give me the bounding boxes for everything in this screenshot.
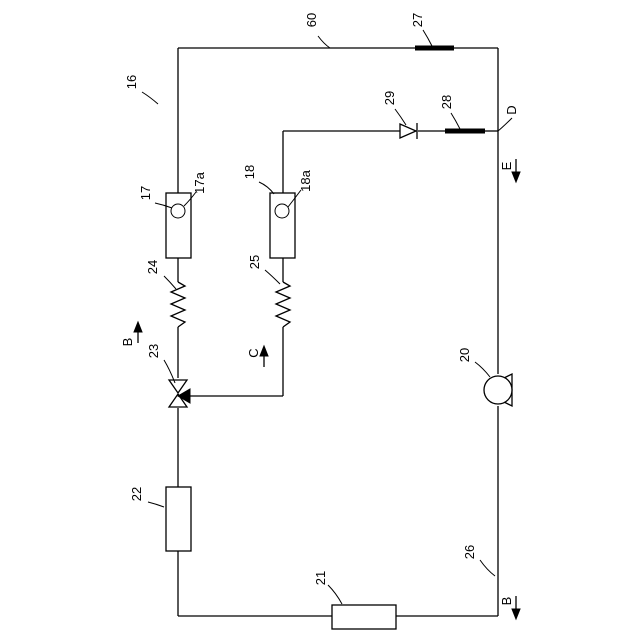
label-24: 24 bbox=[145, 260, 160, 274]
label-60: 60 bbox=[304, 13, 319, 27]
branch-circuit-pipes bbox=[190, 131, 498, 396]
label-21: 21 bbox=[313, 571, 328, 585]
leader-28 bbox=[451, 113, 460, 129]
leader-20 bbox=[475, 362, 490, 377]
leader-18 bbox=[259, 182, 274, 194]
label-b-lower: B bbox=[499, 597, 514, 606]
label-17a: 17a bbox=[192, 171, 207, 193]
leader-lines bbox=[142, 30, 512, 604]
label-26: 26 bbox=[462, 545, 477, 559]
label-23: 23 bbox=[146, 344, 161, 358]
label-29: 29 bbox=[382, 91, 397, 105]
arrow-c bbox=[260, 346, 268, 367]
label-d: D bbox=[504, 105, 519, 114]
label-18a: 18a bbox=[298, 169, 313, 191]
coil-25 bbox=[276, 282, 290, 327]
leader-22 bbox=[148, 502, 164, 507]
label-16: 16 bbox=[124, 75, 139, 89]
leader-24 bbox=[164, 276, 176, 289]
label-20: 20 bbox=[457, 348, 472, 362]
leader-27 bbox=[423, 30, 432, 46]
label-28: 28 bbox=[439, 95, 454, 109]
check-valve-29 bbox=[400, 123, 417, 139]
component-21 bbox=[332, 605, 396, 629]
label-25: 25 bbox=[247, 255, 262, 269]
component-22 bbox=[166, 487, 191, 551]
leader-60 bbox=[318, 36, 330, 48]
label-27: 27 bbox=[410, 13, 425, 27]
coil-24 bbox=[171, 282, 185, 327]
leader-21 bbox=[328, 585, 342, 604]
leader-d bbox=[498, 118, 512, 131]
leader-26 bbox=[480, 560, 495, 576]
label-18: 18 bbox=[242, 165, 257, 179]
leader-16 bbox=[142, 92, 158, 104]
leader-25 bbox=[265, 270, 280, 284]
label-b-upper: B bbox=[120, 338, 135, 347]
three-way-valve-23 bbox=[169, 380, 190, 407]
leader-29 bbox=[395, 109, 406, 125]
label-22: 22 bbox=[129, 487, 144, 501]
label-e: E bbox=[499, 161, 514, 170]
label-c: C bbox=[246, 348, 261, 357]
compressor-20 bbox=[484, 374, 512, 406]
arrow-b-upper bbox=[134, 322, 142, 343]
label-17: 17 bbox=[138, 186, 153, 200]
